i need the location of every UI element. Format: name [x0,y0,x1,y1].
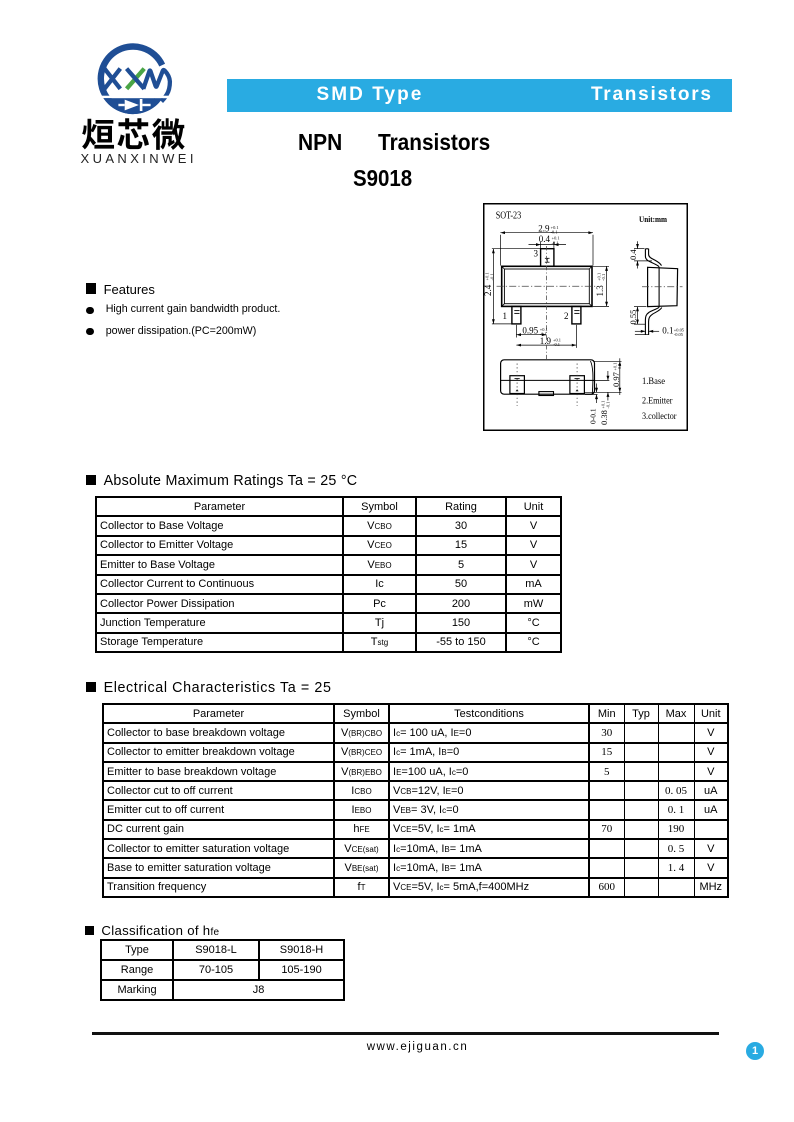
svg-text:-0.1: -0.1 [551,230,558,235]
svg-text:-0.1: -0.1 [553,342,560,347]
svg-text:1.9: 1.9 [540,336,552,346]
svg-text:-0.1: -0.1 [605,402,610,409]
svg-text:0.1: 0.1 [662,326,673,336]
svg-text:2.Emitter: 2.Emitter [642,396,673,406]
svg-text:0.4: 0.4 [628,249,638,260]
svg-text:2: 2 [564,311,569,321]
svg-text:3: 3 [534,249,539,259]
svg-text:0.97: 0.97 [611,372,621,387]
svg-text:-0.1: -0.1 [490,273,495,280]
svg-text:-0.1: -0.1 [552,240,559,245]
svg-text:-0.05: -0.05 [674,332,684,337]
svg-text:0.55: 0.55 [628,310,638,325]
svg-text:+0.1: +0.1 [613,363,618,371]
svg-text:Unit:mm: Unit:mm [639,214,667,224]
svg-text:+0.1: +0.1 [551,225,559,230]
svg-text:+0.1: +0.1 [596,273,601,281]
svg-text:2.4: 2.4 [483,284,493,296]
svg-text:+0.1: +0.1 [552,236,560,241]
svg-text:-0.1: -0.1 [601,274,606,281]
svg-text:0.4: 0.4 [539,234,551,244]
svg-text:1: 1 [503,311,508,321]
svg-text:2.9: 2.9 [538,223,550,233]
svg-text:1.Base: 1.Base [642,376,665,386]
svg-text:+0.05: +0.05 [674,327,685,332]
svg-text:+0.1: +0.1 [601,401,606,409]
svg-text:XUANXINWEI: XUANXINWEI [81,151,197,166]
svg-text:3.collector: 3.collector [642,411,677,421]
svg-text:-0.1: -0.1 [617,364,622,371]
svg-text:0.38: 0.38 [599,410,609,425]
svg-text:+0.1: +0.1 [553,337,561,342]
svg-text:SOT-23: SOT-23 [496,211,522,222]
svg-text:+0.1: +0.1 [540,327,548,332]
svg-text:1.3: 1.3 [595,285,605,297]
svg-text:0-0.1: 0-0.1 [589,408,598,424]
svg-text:+0.1: +0.1 [485,272,490,280]
svg-text:-0.1: -0.1 [540,332,547,337]
svg-text:0.95: 0.95 [522,325,538,335]
